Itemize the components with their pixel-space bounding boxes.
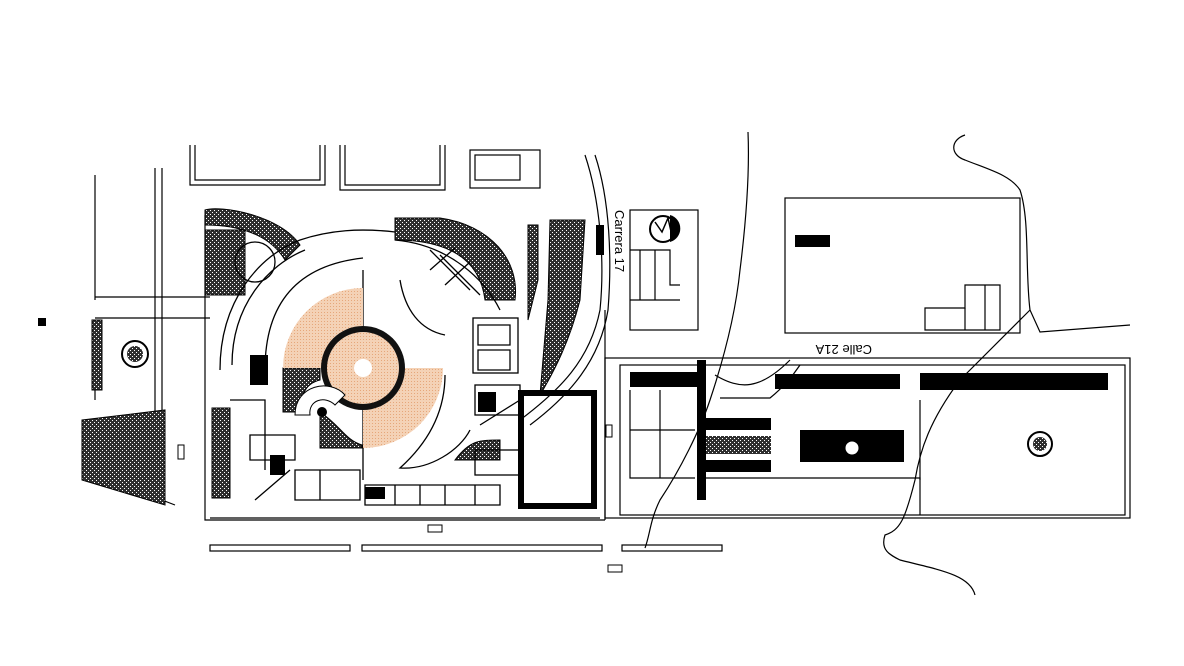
sculpture-icon xyxy=(317,407,327,417)
fountain-icon xyxy=(121,340,149,368)
fountain-icon xyxy=(844,440,860,456)
vegetation-areas xyxy=(81,208,586,506)
building-block xyxy=(518,390,597,509)
details xyxy=(38,225,830,573)
calle-21a-label: Calle 21A xyxy=(815,342,872,357)
north-arrow-icon xyxy=(649,215,681,243)
car-icon xyxy=(607,564,623,573)
planter xyxy=(706,436,771,454)
fountain-icon xyxy=(1027,431,1053,457)
plaza-paving xyxy=(283,288,443,448)
calle-21a-bars xyxy=(630,360,1108,500)
carrera-17-label: Carrera 17 xyxy=(612,210,627,272)
